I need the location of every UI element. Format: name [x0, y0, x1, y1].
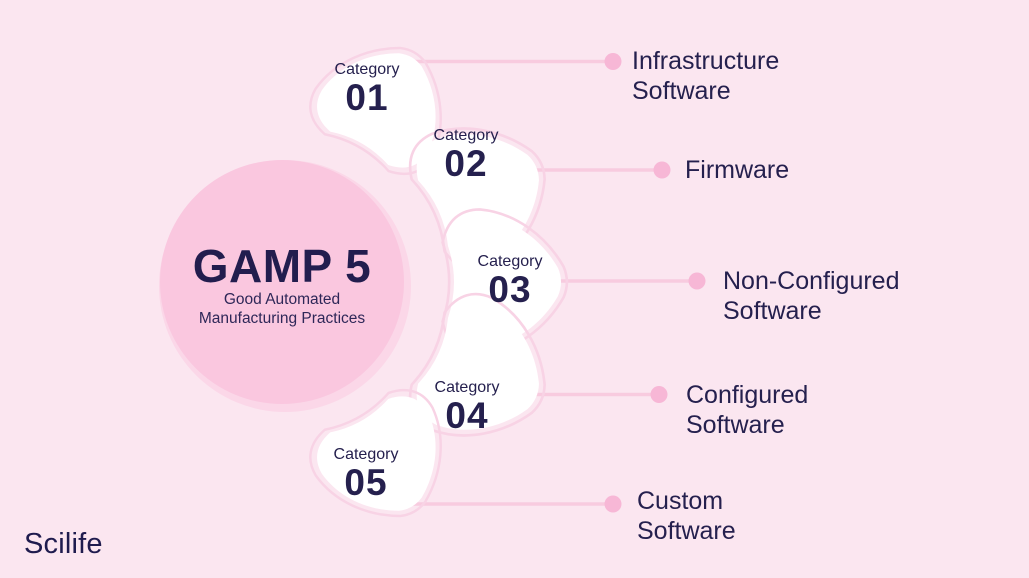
main-title: GAMP 5: [192, 240, 372, 292]
petal-3-text: Category 03: [440, 253, 580, 309]
label-non-configured-software: Non-Configured Software: [723, 266, 900, 326]
label-configured-software: Configured Software: [686, 380, 808, 440]
petal-1-text: Category 01: [297, 61, 437, 117]
category-number-2: 02: [444, 143, 488, 184]
label-1-line-1: Infrastructure: [632, 47, 780, 75]
category-label-3: Category: [477, 253, 543, 270]
label-5-line-2: Software: [637, 517, 736, 545]
label-4-line-2: Software: [686, 411, 785, 439]
petal-5-text: Category 05: [296, 446, 436, 502]
category-label-2: Category: [433, 127, 499, 144]
center-text: GAMP 5 Good Automated Manufacturing Prac…: [142, 242, 422, 328]
label-1-line-2: Software: [632, 77, 731, 105]
connector-dot-5: [604, 495, 622, 513]
center-circle: [160, 160, 404, 404]
category-number-4: 04: [445, 395, 489, 436]
connector-dot-4: [650, 386, 668, 403]
label-custom-software: Custom Software: [637, 486, 736, 546]
category-number-3: 03: [488, 269, 532, 310]
subtitle-line-2: Manufacturing Practices: [198, 310, 366, 327]
label-infrastructure-software: Infrastructure Software: [632, 46, 779, 106]
label-2-line-1: Firmware: [685, 156, 790, 184]
category-label-4: Category: [434, 379, 500, 396]
connector-dot-3: [688, 272, 706, 290]
label-3-line-2: Software: [723, 297, 822, 325]
category-label-1: Category: [334, 61, 400, 78]
connector-dot-1: [604, 53, 622, 70]
scilife-logo: Scilife: [24, 528, 103, 560]
category-label-5: Category: [333, 446, 399, 463]
connector-dot-2: [653, 161, 671, 179]
category-number-1: 01: [345, 77, 389, 118]
subtitle-line-1: Good Automated: [223, 291, 341, 308]
label-firmware: Firmware: [685, 155, 789, 185]
label-5-line-1: Custom: [637, 487, 724, 515]
label-4-line-1: Configured: [686, 381, 809, 409]
category-number-5: 05: [344, 462, 388, 503]
petal-4-text: Category 04: [397, 379, 537, 435]
label-3-line-1: Non-Configured: [723, 267, 900, 295]
petal-2-text: Category 02: [396, 127, 536, 183]
connector-dots: [604, 53, 706, 513]
